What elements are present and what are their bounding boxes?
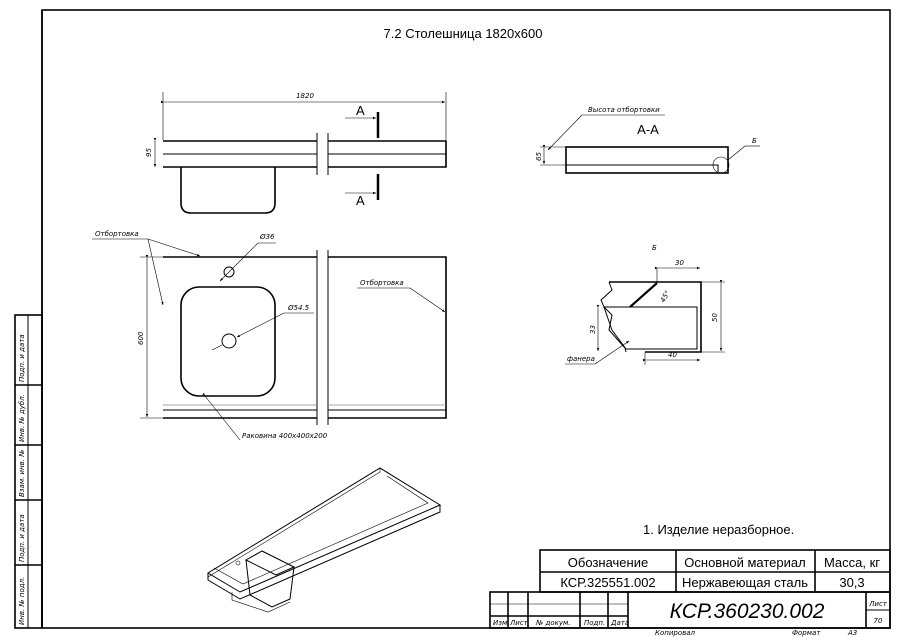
- dim-side-height: 95: [145, 148, 153, 157]
- col-label: Дата: [610, 619, 629, 627]
- dim-detail-angle: 45°: [659, 289, 672, 304]
- stamp-label: Подп. и дата: [18, 334, 26, 382]
- section-a-a: А-А Б 65 Высота отбортовки: [535, 106, 760, 174]
- page-title: 7.2 Столешница 1820х600: [384, 26, 543, 41]
- plywood-label: фанера: [567, 355, 595, 363]
- copied-label: Копировал: [655, 629, 696, 637]
- title-block: Обозначение Основной материал Масса, кг …: [489, 549, 891, 637]
- dim-flange-height: 65: [535, 152, 543, 161]
- doc-code: КСР.360230.002: [670, 600, 825, 623]
- section-title: А-А: [637, 122, 659, 137]
- format-label: Формат: [792, 629, 821, 637]
- spec-value: Нержавеющая сталь: [682, 575, 808, 590]
- detail-b: Б 30 50 40 33 45° фанера: [565, 244, 725, 365]
- stamp-label: Инв. № дубл.: [18, 394, 26, 442]
- col-label: Подп.: [584, 619, 605, 627]
- spec-value: 30,3: [839, 575, 864, 590]
- stamp-label: Подп. и дата: [18, 514, 26, 562]
- dim-detail-top: 30: [675, 259, 684, 267]
- col-label: № докум.: [535, 619, 571, 627]
- col-label: Изм: [493, 619, 508, 627]
- format-value: А3: [847, 629, 857, 637]
- front-view: 1820 95 А А: [145, 92, 447, 214]
- col-label: Лист: [509, 619, 529, 627]
- dim-depth: 600: [137, 331, 145, 345]
- dim-detail-ply: 33: [589, 325, 597, 334]
- dim-drain-hole: Ø54.5: [287, 304, 310, 312]
- dim-faucet-hole: Ø36: [259, 233, 275, 241]
- dim-detail-bottom: 40: [668, 351, 677, 359]
- spec-header: Обозначение: [568, 555, 648, 570]
- spec-header: Масса, кг: [824, 555, 880, 570]
- isometric-view: [207, 467, 442, 613]
- dim-length: 1820: [296, 92, 314, 100]
- spec-header: Основной материал: [684, 555, 805, 570]
- stamp-label: Инв. № подл.: [18, 577, 26, 625]
- plan-view: 600 Ø36 Ø54.5 Отбортовка Отбортовка Рако…: [92, 230, 447, 441]
- section-mark-bottom: А: [356, 193, 365, 208]
- flange-label: Отбортовка: [95, 230, 139, 238]
- dim-detail-height: 50: [711, 313, 719, 322]
- spec-value: КСР.325551.002: [560, 575, 655, 590]
- flange-label-right: Отбортовка: [360, 279, 404, 287]
- stamp-label: Взам. инв. №: [18, 449, 26, 497]
- detail-mark: Б: [752, 137, 757, 145]
- sheet-number: 70: [874, 617, 883, 625]
- side-stamp: Подп. и дата Инв. № дубл. Взам. инв. № П…: [14, 314, 43, 629]
- section-mark-top: А: [356, 103, 365, 118]
- detail-title: Б: [652, 244, 657, 252]
- note: 1. Изделие неразборное.: [643, 522, 794, 537]
- sink-label: Раковина 400х400х200: [242, 432, 328, 440]
- sheet-label: Лист: [868, 600, 888, 608]
- flange-height-label: Высота отбортовки: [588, 106, 660, 114]
